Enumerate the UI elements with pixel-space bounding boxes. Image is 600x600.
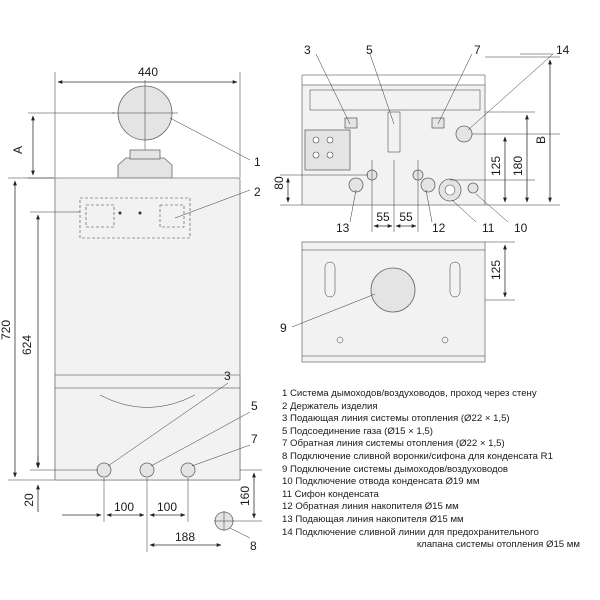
legend-item-12: 12 Обратная линия накопителя Ø15 мм — [282, 501, 459, 513]
legend: 1 Система дымоходов/воздуховодов, проход… — [282, 388, 582, 552]
dim-100-b: 100 — [157, 500, 177, 514]
callout-7-front: 7 — [251, 432, 258, 446]
legend-item-10: 10 Подключение отвода конденсата Ø19 мм — [282, 476, 480, 488]
callout-7-top: 7 — [474, 43, 481, 57]
bottom-view: 55 55 80 125 180 B 3 5 7 14 13 12 11 — [272, 43, 570, 235]
legend-item-13: 13 Подающая линия накопителя Ø15 мм — [282, 513, 464, 525]
dim-label-b: B — [534, 136, 548, 144]
dim-100-a: 100 — [114, 500, 134, 514]
legend-item-2: 2 Держатель изделия — [282, 400, 378, 412]
dim-height-720: 720 — [0, 320, 13, 340]
legend-item-5: 5 Подсоединение газа (Ø15 × 1,5) — [282, 425, 433, 437]
legend-item-11: 11 Сифон конденсата — [282, 488, 379, 500]
connection-13 — [348, 177, 364, 193]
callout-1: 1 — [254, 155, 261, 169]
callout-11: 11 — [482, 221, 495, 235]
connection-5-front — [139, 462, 155, 478]
legend-item-14: 14 Подключение сливной линии для предохр… — [282, 526, 539, 538]
bracket-view: 125 9 — [280, 241, 515, 363]
condensate-outlet-10 — [467, 182, 479, 194]
dim-height-624: 624 — [20, 335, 34, 355]
dim-188: 188 — [175, 530, 195, 544]
callout-10: 10 — [514, 221, 528, 235]
dim-80: 80 — [272, 176, 286, 190]
callout-2: 2 — [254, 185, 261, 199]
dim-55-a: 55 — [376, 210, 390, 224]
dim-base-20: 20 — [22, 493, 36, 507]
mounting-holder — [79, 197, 191, 239]
flue-opening-9 — [370, 267, 416, 313]
connection-7-front — [180, 462, 196, 478]
dim-125-bottom: 125 — [489, 260, 503, 280]
callout-14: 14 — [556, 43, 570, 57]
dim-label-a: A — [11, 146, 25, 154]
legend-item-9: 9 Подключение системы дымоходов/воздухов… — [282, 463, 509, 475]
dim-125-top: 125 — [489, 156, 503, 176]
legend-item-7: 7 Обратная линия системы отопления (Ø22 … — [282, 438, 505, 450]
legend-item-1: 1 Система дымоходов/воздуховодов, проход… — [282, 388, 537, 399]
dim-width-440: 440 — [138, 65, 158, 79]
callout-9: 9 — [280, 321, 287, 335]
callout-8: 8 — [250, 539, 257, 553]
callout-5-front: 5 — [251, 399, 258, 413]
callout-5-top: 5 — [366, 43, 373, 57]
callout-12: 12 — [432, 221, 446, 235]
callout-3-top: 3 — [304, 43, 311, 57]
legend-item-14-continued: клапана системы отопления Ø15 мм — [416, 539, 580, 551]
callout-13: 13 — [336, 221, 350, 235]
flue-adaptor — [117, 157, 173, 179]
callout-3-front: 3 — [224, 369, 231, 383]
connection-12 — [420, 177, 436, 193]
dim-55-b: 55 — [399, 210, 413, 224]
dim-180: 180 — [511, 156, 525, 176]
legend-item-3: 3 Подающая линия системы отопления (Ø22 … — [282, 413, 510, 425]
legend-item-8: 8 Подключение сливной воронки/сифона для… — [282, 450, 553, 462]
control-panel-block — [304, 129, 351, 171]
front-view: 440 A 720 624 20 100 100 188 — [0, 65, 262, 553]
dim-160: 160 — [238, 486, 252, 506]
